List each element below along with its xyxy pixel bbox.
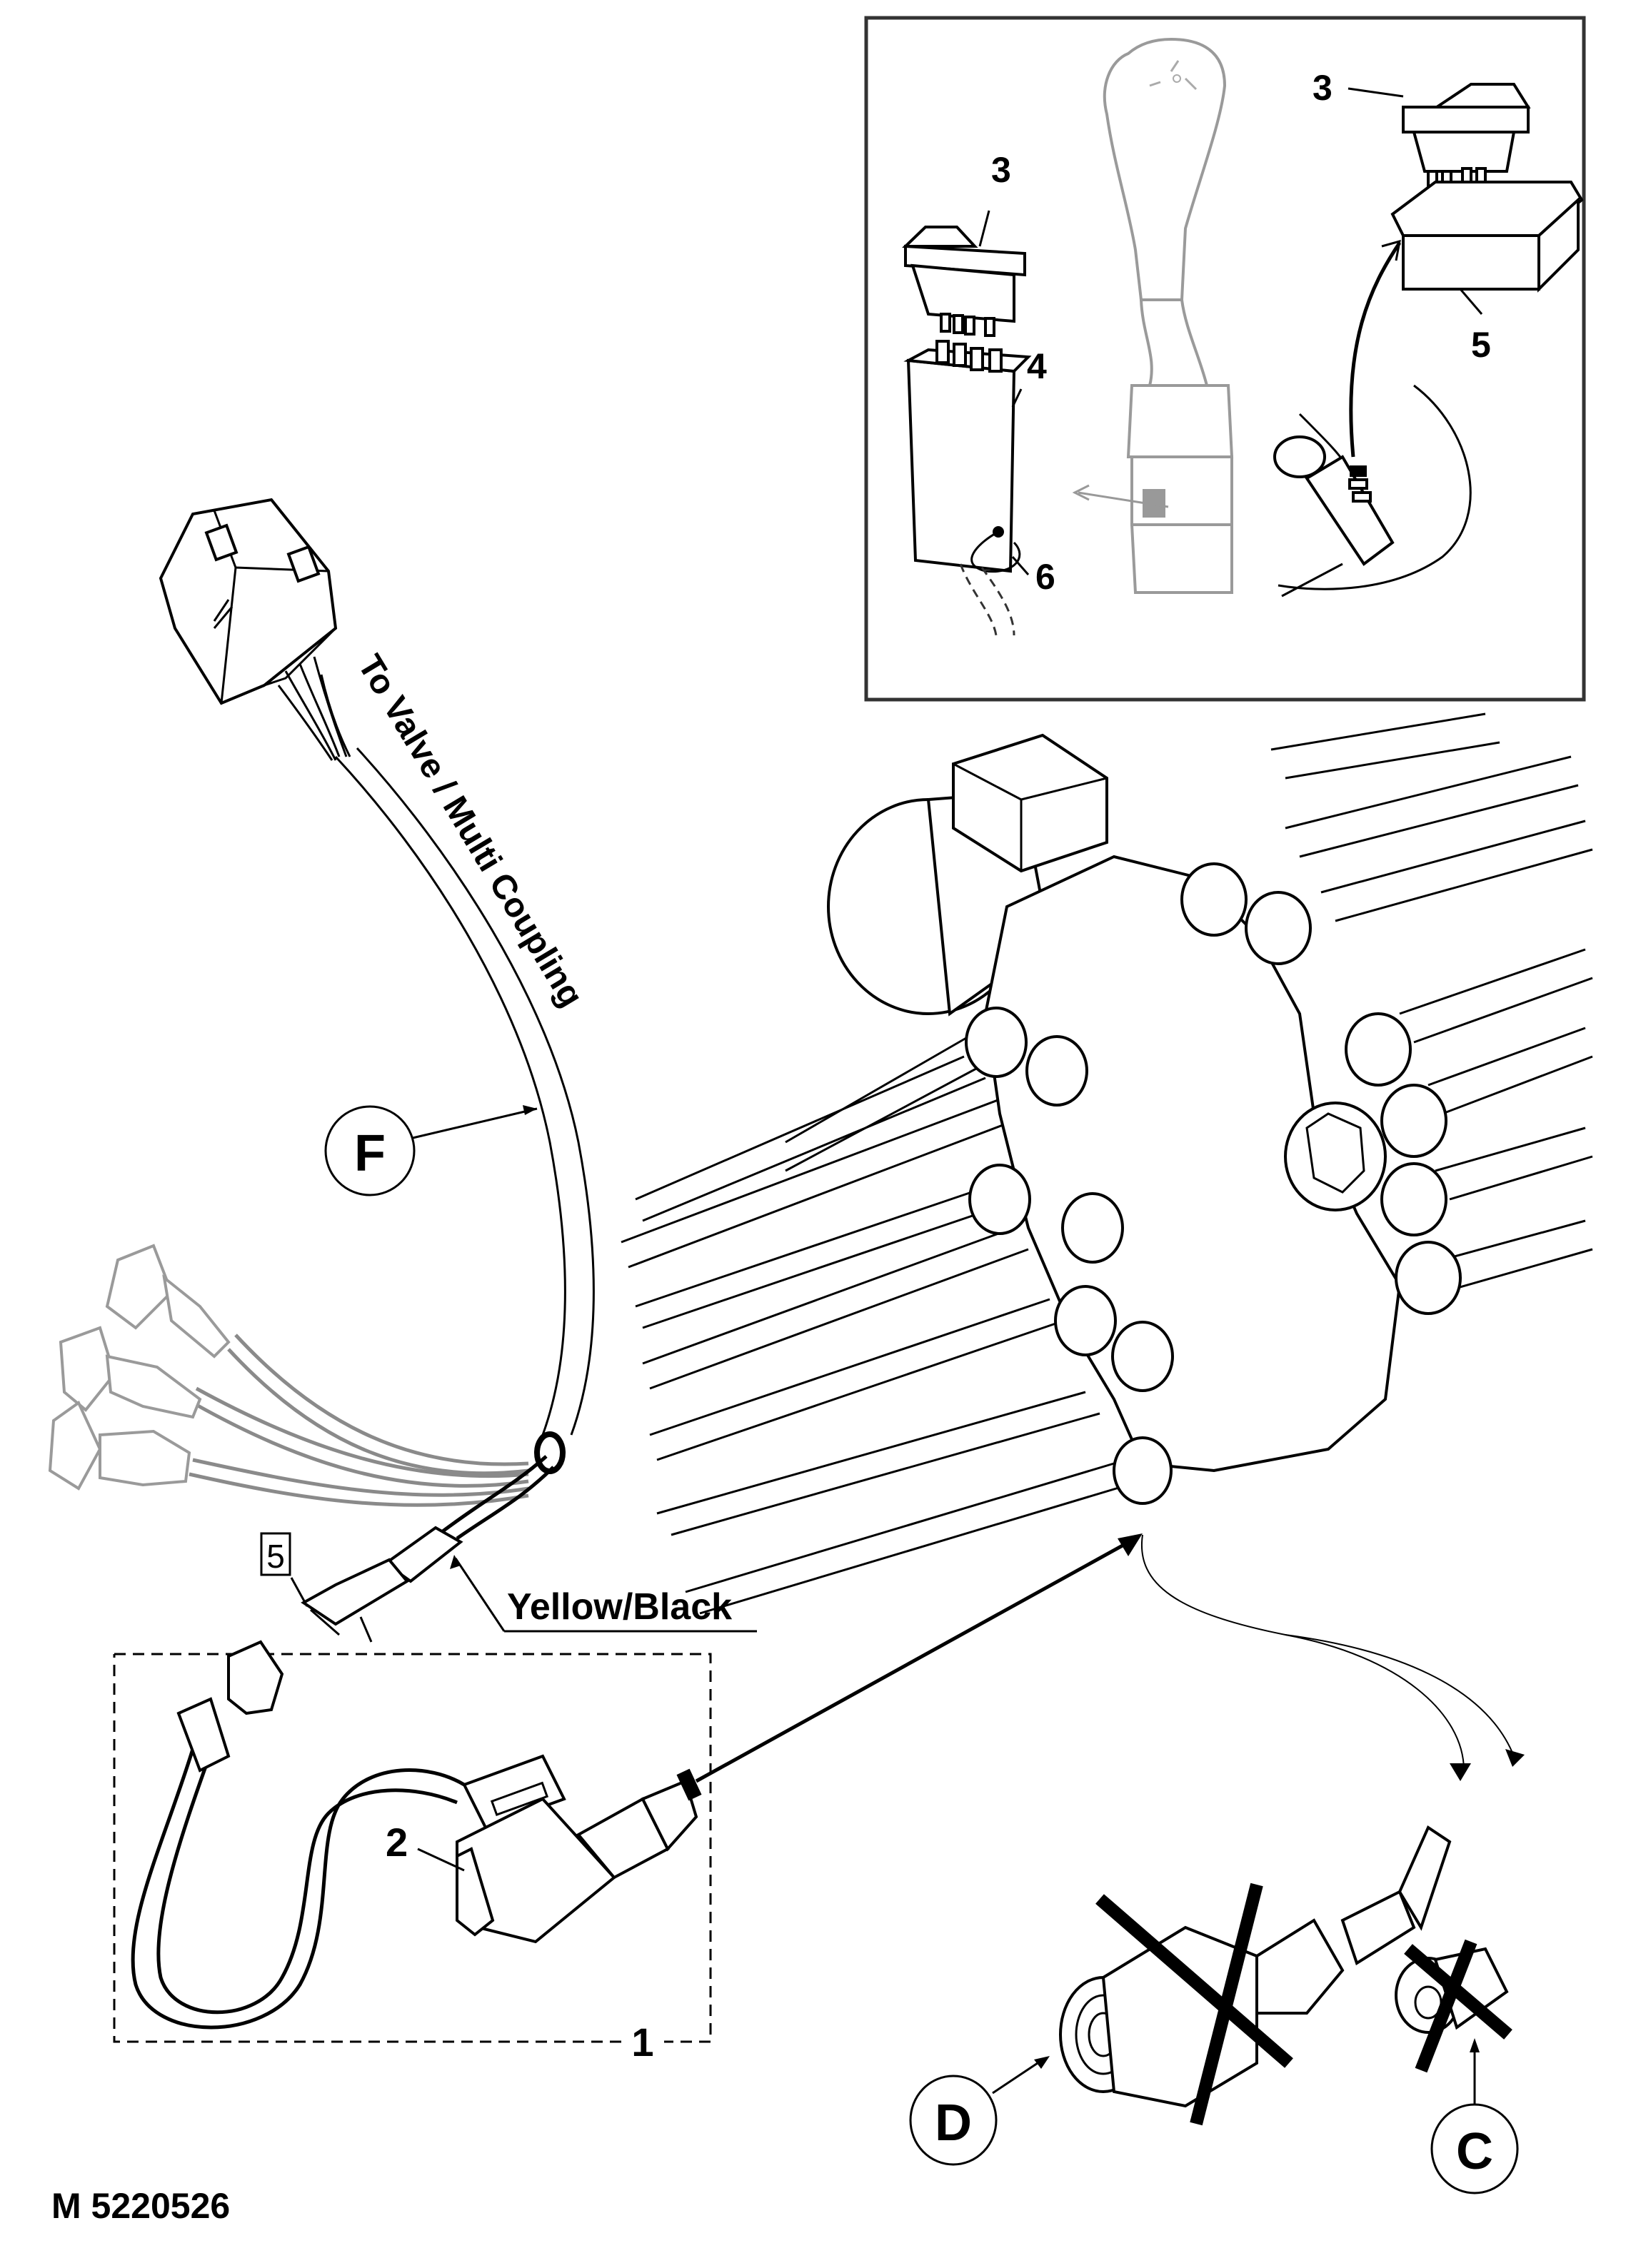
switch-housing xyxy=(1390,181,1584,293)
callout-2: 2 xyxy=(386,1820,408,1865)
kit-box: 1 xyxy=(113,1653,712,2065)
callout-d: D xyxy=(909,2056,1050,2166)
yellow-black-wire xyxy=(301,1455,555,1643)
grey-plug-2 xyxy=(59,1326,202,1419)
callout-4: 4 xyxy=(1027,346,1047,386)
multi-coupling-connector xyxy=(159,498,338,705)
console-cable xyxy=(1273,239,1472,598)
harness-wires xyxy=(277,656,351,761)
harness-label: To Valve / Multi Coupling xyxy=(351,648,591,1013)
callout-1: 1 xyxy=(631,2020,653,2065)
callout-c: C xyxy=(1430,2038,1519,2194)
rocker-switch-right xyxy=(1402,83,1531,191)
part-d-crossed-out xyxy=(1059,1825,1452,2126)
callout-5-inset: 5 xyxy=(1471,325,1491,365)
svg-text:D: D xyxy=(935,2095,972,2152)
rocker-switch-left xyxy=(902,226,1026,337)
callout-6: 6 xyxy=(1035,557,1055,597)
inset-panel: 3 4 6 xyxy=(864,16,1586,702)
callout-5-boxed: 5 xyxy=(260,1532,308,1607)
wire-color-label: Yellow/Black xyxy=(507,1586,732,1628)
hydraulic-hoses xyxy=(621,712,1593,1615)
couplings xyxy=(965,862,1462,1505)
svg-text:5: 5 xyxy=(266,1538,285,1575)
solenoid-valve xyxy=(456,1754,702,1944)
svg-text:F: F xyxy=(354,1125,386,1182)
relay-module xyxy=(903,340,1032,636)
part-c-crossed-out xyxy=(1395,1939,1512,2073)
figure-reference-code: M 5220526 xyxy=(51,2186,230,2226)
callout-3-right: 3 xyxy=(1313,68,1333,108)
joystick xyxy=(1072,37,1234,594)
grey-connectors xyxy=(48,1244,529,1507)
callout-3-left: 3 xyxy=(991,150,1011,190)
install-arrow xyxy=(695,1536,1137,1783)
grey-plug-3 xyxy=(48,1400,191,1491)
solenoid-cable xyxy=(131,1640,466,2030)
callout-f: F xyxy=(324,1105,538,1196)
svg-text:C: C xyxy=(1456,2123,1493,2180)
valve-block xyxy=(621,712,1593,1781)
grey-plug-1 xyxy=(105,1244,231,1359)
